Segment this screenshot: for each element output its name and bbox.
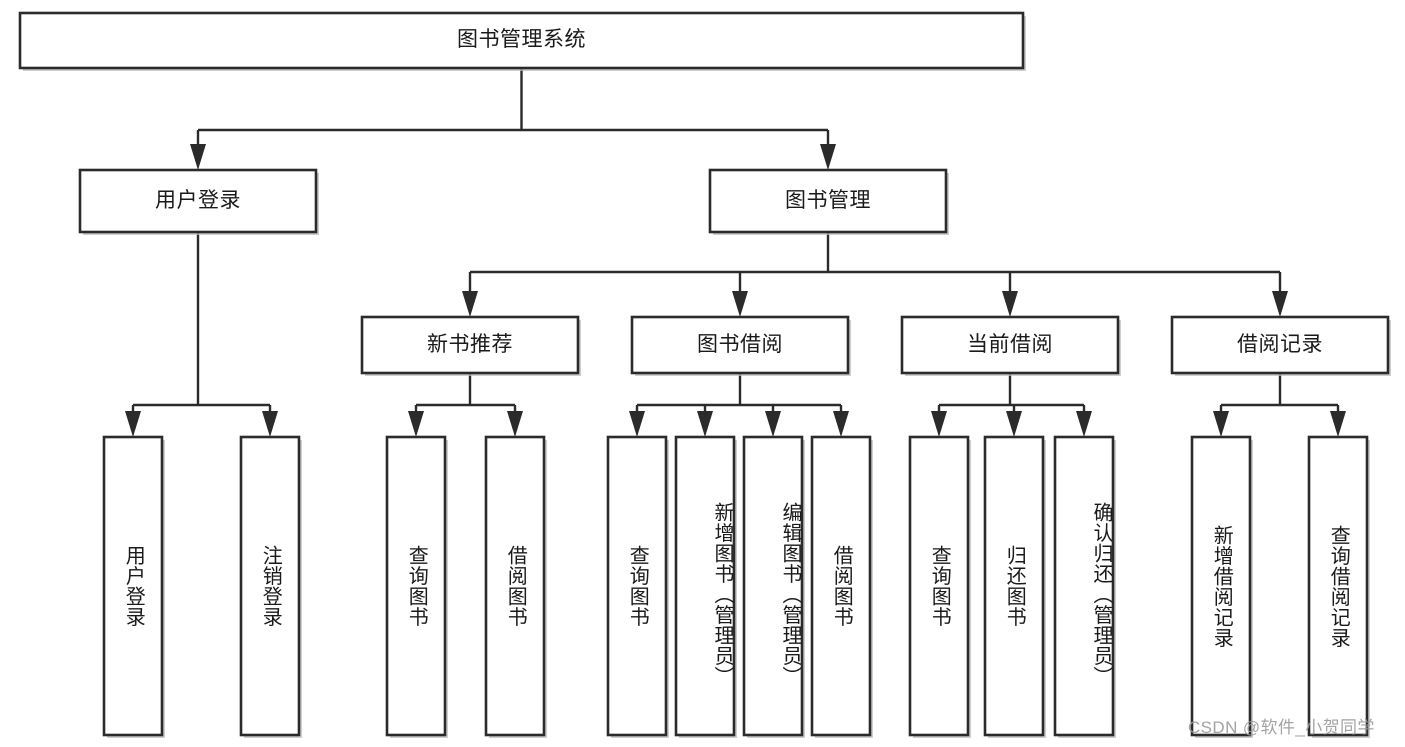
- node-box-leaf-add-borrow-record[interactable]: [1190, 435, 1252, 737]
- node-leaf-leaf-borrow-book-rec[interactable]: [486, 437, 544, 735]
- node-box-leaf-add-book-admin[interactable]: [674, 435, 736, 737]
- node-level2-current-borrow[interactable]: [902, 317, 1118, 373]
- node-box-root[interactable]: [18, 11, 1025, 70]
- node-level1-book-management[interactable]: [710, 170, 946, 232]
- node-level2-book-borrow[interactable]: [632, 317, 848, 373]
- node-leaf-leaf-edit-book-admin[interactable]: [744, 437, 802, 735]
- node-level2-new-book-recommend[interactable]: [362, 317, 578, 373]
- node-box-leaf-query-borrow-record[interactable]: [1307, 435, 1369, 737]
- node-leaf-leaf-user-logout[interactable]: [241, 437, 299, 735]
- node-leaf-leaf-query-borrow-record[interactable]: [1309, 437, 1367, 735]
- node-box-leaf-borrow-book-rec[interactable]: [484, 435, 546, 737]
- node-box-leaf-user-login[interactable]: [102, 435, 164, 737]
- node-leaf-leaf-add-borrow-record[interactable]: [1192, 437, 1250, 735]
- node-level1-user-login[interactable]: [80, 170, 316, 232]
- watermark-text: CSDN @软件_小贺同学: [1188, 718, 1375, 737]
- node-leaf-leaf-borrow-book[interactable]: [812, 437, 870, 735]
- node-box-leaf-user-logout[interactable]: [239, 435, 301, 737]
- node-root-root[interactable]: [20, 13, 1023, 68]
- node-leaf-leaf-return-book[interactable]: [985, 437, 1043, 735]
- node-box-current-borrow[interactable]: [900, 315, 1120, 375]
- node-leaf-leaf-add-book-admin[interactable]: [676, 437, 734, 735]
- node-box-leaf-return-book[interactable]: [983, 435, 1045, 737]
- node-box-new-book-recommend[interactable]: [360, 315, 580, 375]
- node-box-leaf-query-book-cur[interactable]: [908, 435, 970, 737]
- node-box-book-management[interactable]: [708, 168, 948, 234]
- node-leaf-leaf-query-book-rec[interactable]: [387, 437, 445, 735]
- node-leaf-leaf-query-book[interactable]: [608, 437, 666, 735]
- node-box-leaf-borrow-book[interactable]: [810, 435, 872, 737]
- node-leaf-leaf-query-book-cur[interactable]: [910, 437, 968, 735]
- node-box-borrow-record[interactable]: [1170, 315, 1390, 375]
- node-box-leaf-query-book[interactable]: [606, 435, 668, 737]
- node-level2-borrow-record[interactable]: [1172, 317, 1388, 373]
- node-box-leaf-query-book-rec[interactable]: [385, 435, 447, 737]
- node-leaf-leaf-confirm-return-admin[interactable]: [1055, 437, 1113, 735]
- node-box-leaf-edit-book-admin[interactable]: [742, 435, 804, 737]
- node-box-user-login[interactable]: [78, 168, 318, 234]
- node-leaf-leaf-user-login[interactable]: [104, 437, 162, 735]
- node-box-book-borrow[interactable]: [630, 315, 850, 375]
- node-box-leaf-confirm-return-admin[interactable]: [1053, 435, 1115, 737]
